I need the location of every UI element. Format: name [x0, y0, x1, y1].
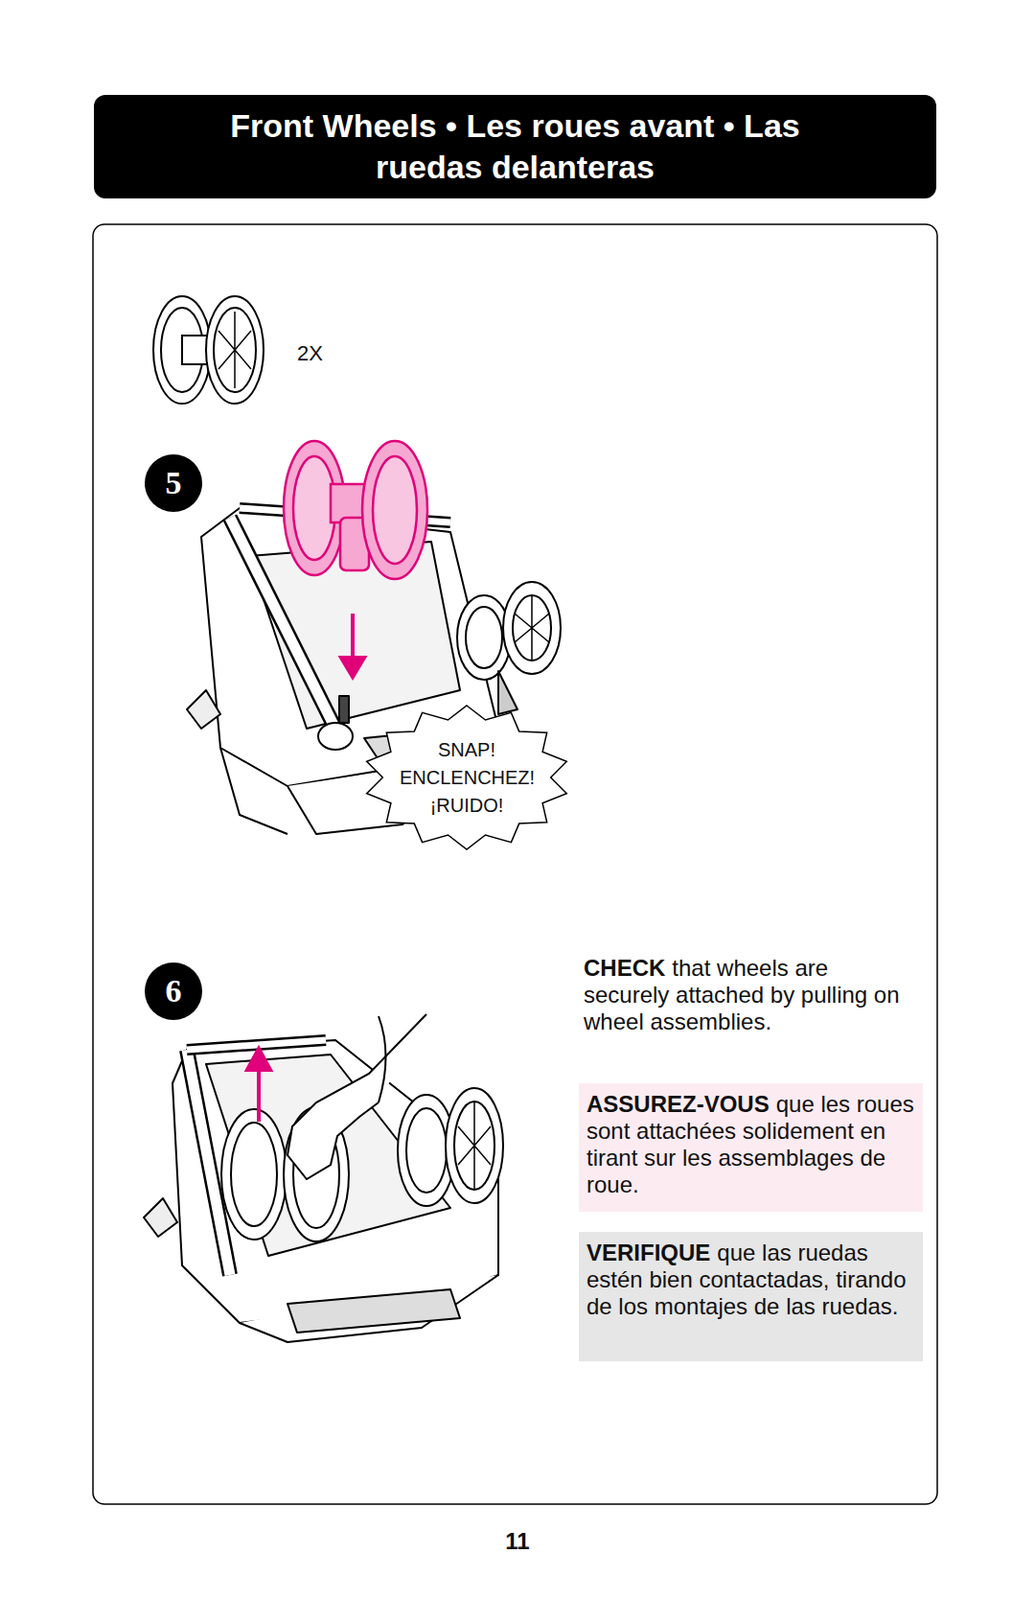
quantity-label: 2X: [297, 341, 323, 367]
pull-arrow: [247, 1048, 271, 1122]
step-number: 6: [144, 962, 203, 1020]
page-title: Front Wheels • Les roues avant • Las rue…: [208, 105, 823, 188]
step-number-text: 6: [165, 972, 183, 1010]
insert-arrow: [341, 613, 365, 677]
note-keyword: VERIFIQUE: [586, 1239, 711, 1265]
hand: [287, 1013, 427, 1179]
sound-text: SNAP! ENCLENCHEZ! ¡RUIDO!: [399, 736, 534, 820]
instruction-text: CHECKthat wheels are securely attached b…: [583, 954, 910, 1035]
sound-starburst: SNAP! ENCLENCHEZ! ¡RUIDO!: [362, 703, 572, 851]
title-holder: Front Wheels • Les roues avant • Las rue…: [93, 94, 937, 199]
title-band: [93, 94, 937, 199]
note-keyword: ASSUREZ-VOUS: [586, 1090, 770, 1117]
stroller-step6: [143, 1039, 504, 1342]
starburst-shape: [367, 705, 568, 850]
front-wheel-assembly: [283, 440, 428, 579]
page-number: 11: [469, 1527, 566, 1555]
step-number-text: 5: [165, 464, 183, 502]
step-number: 5: [144, 454, 203, 512]
spanish-note-box: VERIFIQUEque las ruedas estén bien conta…: [578, 1231, 923, 1361]
instruction-keyword: CHECK: [583, 954, 666, 981]
wheel-icon: [153, 296, 264, 404]
panel-frame: [92, 224, 938, 1504]
french-note-box: ASSUREZ-VOUSque les roues sont attachées…: [578, 1082, 923, 1212]
